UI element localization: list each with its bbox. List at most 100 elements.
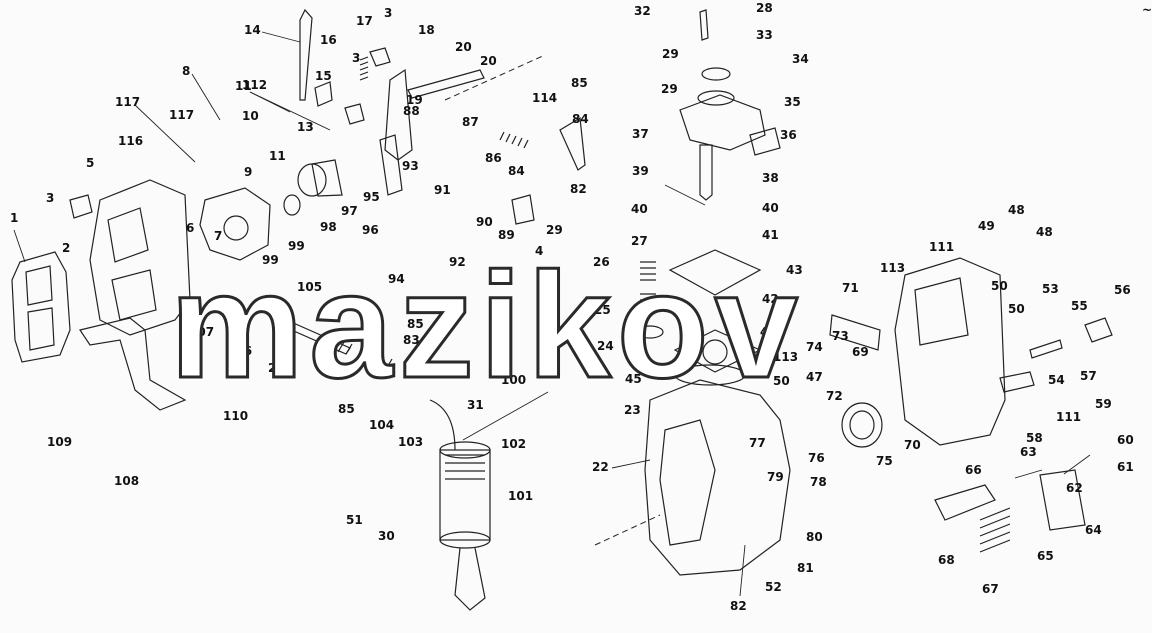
callout-label: 96 xyxy=(362,223,379,237)
callout-label: 29 xyxy=(546,223,563,237)
callout-label: 22 xyxy=(592,460,609,474)
callout-label: 51 xyxy=(346,513,363,527)
part-outlines xyxy=(11,8,1113,611)
callout-label: 117 xyxy=(115,95,140,109)
callout-label: 92 xyxy=(449,255,466,269)
callout-label: 41 xyxy=(762,228,779,242)
callout-label: 74 xyxy=(806,340,823,354)
callout-label: 23 xyxy=(624,403,641,417)
callout-label: 71 xyxy=(842,281,859,295)
callout-label: 40 xyxy=(762,201,779,215)
callout-label: 16 xyxy=(320,33,337,47)
callout-label: 73 xyxy=(832,329,849,343)
callout-label: 88 xyxy=(403,104,420,118)
callout-label: 116 xyxy=(118,134,143,148)
callout-label: 63 xyxy=(1020,445,1037,459)
callout-label: 83 xyxy=(403,333,420,347)
callout-label: 90 xyxy=(476,215,493,229)
callout-label: 69 xyxy=(852,345,869,359)
callout-label: 66 xyxy=(965,463,982,477)
callout-label: 50 xyxy=(991,279,1008,293)
callout-label: 8 xyxy=(182,64,190,78)
callout-label: 99 xyxy=(288,239,305,253)
callout-label: 93 xyxy=(402,159,419,173)
callout-label: 3 xyxy=(384,6,392,20)
callout-label: 11 xyxy=(269,149,286,163)
callout-label: 78 xyxy=(810,475,827,489)
corner-mark: ~ xyxy=(1142,3,1152,17)
callout-label: 12 xyxy=(441,312,458,326)
callout-label: 58 xyxy=(1026,431,1043,445)
callout-label: 5 xyxy=(86,156,94,170)
callout-label: 82 xyxy=(570,182,587,196)
callout-label: 29 xyxy=(661,82,678,96)
callout-label: 37 xyxy=(632,127,649,141)
callout-label: 95 xyxy=(363,190,380,204)
callout-label: 29 xyxy=(662,47,679,61)
callout-label: 54 xyxy=(1048,373,1065,387)
callout-label: 76 xyxy=(808,451,825,465)
callout-label: 82 xyxy=(730,599,747,613)
callout-label: 3 xyxy=(352,51,360,65)
callout-label: 105 xyxy=(297,280,322,294)
callout-label: 32 xyxy=(634,4,651,18)
callout-label: 11 xyxy=(235,79,252,93)
callout-label: 80 xyxy=(806,530,823,544)
callout-label: 52 xyxy=(765,580,782,594)
callout-label: 18 xyxy=(418,23,435,37)
callout-label: 84 xyxy=(572,112,589,126)
callout-label: 35 xyxy=(784,95,801,109)
callout-label: 27 xyxy=(631,234,648,248)
callout-label: 97 xyxy=(341,204,358,218)
callout-label: 89 xyxy=(498,228,515,242)
callout-label: 25 xyxy=(594,303,611,317)
callout-label: 67 xyxy=(982,582,999,596)
callout-label: 31 xyxy=(467,398,484,412)
leader-lines xyxy=(13,31,1091,597)
callout-label: 6 xyxy=(186,221,194,235)
callout-label: 57 xyxy=(1080,369,1097,383)
callout-label: 100 xyxy=(501,373,526,387)
callout-label: 43 xyxy=(786,263,803,277)
callout-labels: 1233345678910111112131415161718192020212… xyxy=(10,1,1134,613)
callout-label: 19 xyxy=(406,93,423,107)
callout-label: 107 xyxy=(189,325,214,339)
callout-label: 61 xyxy=(1117,460,1134,474)
callout-label: 102 xyxy=(501,437,526,451)
callout-label: 26 xyxy=(593,255,610,269)
callout-label: 99 xyxy=(262,253,279,267)
callout-label: 65 xyxy=(1037,549,1054,563)
callout-label: 70 xyxy=(904,438,921,452)
callout-label: 7 xyxy=(214,229,222,243)
callout-label: 72 xyxy=(826,389,843,403)
callout-label: 85 xyxy=(571,76,588,90)
callout-label: 104 xyxy=(369,418,394,432)
callout-label: 33 xyxy=(756,28,773,42)
callout-label: 24 xyxy=(597,339,614,353)
callout-label: 101 xyxy=(508,489,533,503)
callout-label: 49 xyxy=(978,219,995,233)
callout-label: 98 xyxy=(320,220,337,234)
callout-label: 42 xyxy=(762,292,779,306)
callout-label: 38 xyxy=(762,171,779,185)
callout-label: 4 xyxy=(535,244,543,258)
callout-label: 46 xyxy=(760,325,777,339)
axis-lines xyxy=(444,54,661,546)
callout-label: 91 xyxy=(434,183,451,197)
callout-label: 1 xyxy=(10,211,18,225)
callout-label: 64 xyxy=(1085,523,1102,537)
callout-label: 106 xyxy=(227,344,252,358)
callout-label: 111 xyxy=(929,240,954,254)
callout-label: 34 xyxy=(792,52,809,66)
callout-label: 48 xyxy=(1008,203,1025,217)
callout-label: 114 xyxy=(532,91,557,105)
callout-label: 3 xyxy=(46,191,54,205)
callout-label: 84 xyxy=(508,164,525,178)
callout-label: 77 xyxy=(749,436,766,450)
callout-label: 115 xyxy=(341,296,366,310)
callout-label: 113 xyxy=(773,350,798,364)
callout-label: 47 xyxy=(806,370,823,384)
callout-label: 30 xyxy=(378,529,395,543)
